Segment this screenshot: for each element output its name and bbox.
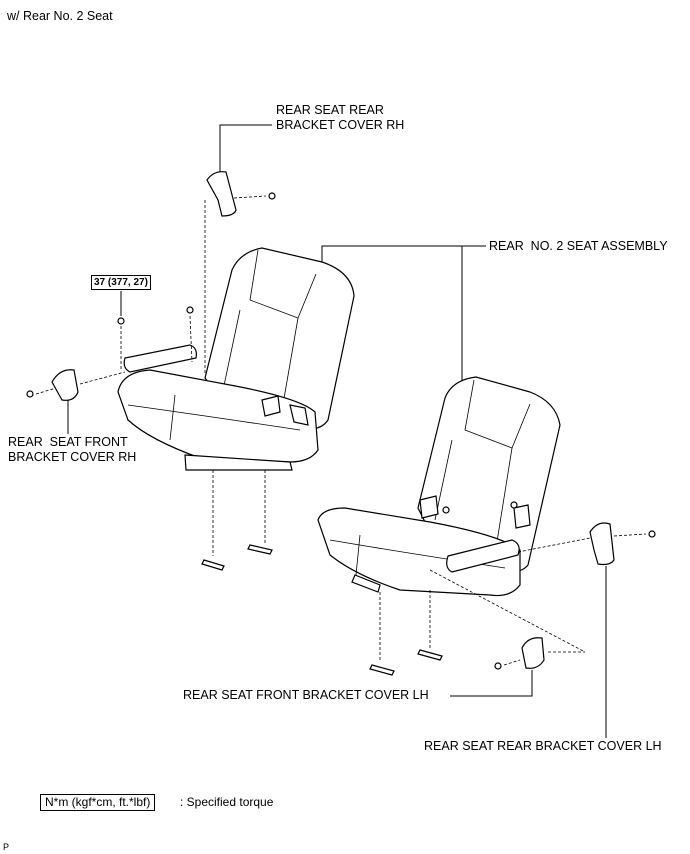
- leader-lines: [67, 124, 607, 738]
- seat-rh: [117, 247, 355, 471]
- page-header: w/ Rear No. 2 Seat: [7, 9, 113, 23]
- legend-unit-box: N*m (kgf*cm, ft.*lbf): [40, 794, 156, 811]
- bolts: [26, 192, 656, 670]
- legend-description: : Specified torque: [180, 795, 274, 809]
- front-bracket-cover-rh-part: [51, 369, 79, 401]
- rear-bracket-cover-rh-part: [206, 171, 237, 217]
- seat-lh: [317, 376, 561, 597]
- torque-spec-box: 37 (377, 27): [91, 275, 151, 290]
- label-front-bracket-cover-lh: REAR SEAT FRONT BRACKET COVER LH: [183, 688, 429, 702]
- rear-bracket-cover-lh-part: [589, 522, 615, 566]
- label-rear-bracket-cover-lh: REAR SEAT REAR BRACKET COVER LH: [424, 739, 662, 753]
- label-rear-bracket-cover-rh: REAR SEAT REAR BRACKET COVER RH: [276, 103, 405, 132]
- label-front-bracket-cover-rh: REAR SEAT FRONT BRACKET COVER RH: [8, 435, 137, 464]
- label-seat-assembly: REAR NO. 2 SEAT ASSEMBLY: [489, 239, 668, 253]
- floor-hooks: [201, 544, 443, 676]
- corner-mark: P: [3, 842, 10, 852]
- front-bracket-cover-lh-part: [521, 637, 545, 669]
- assembly-dashed-lines: [35, 195, 647, 666]
